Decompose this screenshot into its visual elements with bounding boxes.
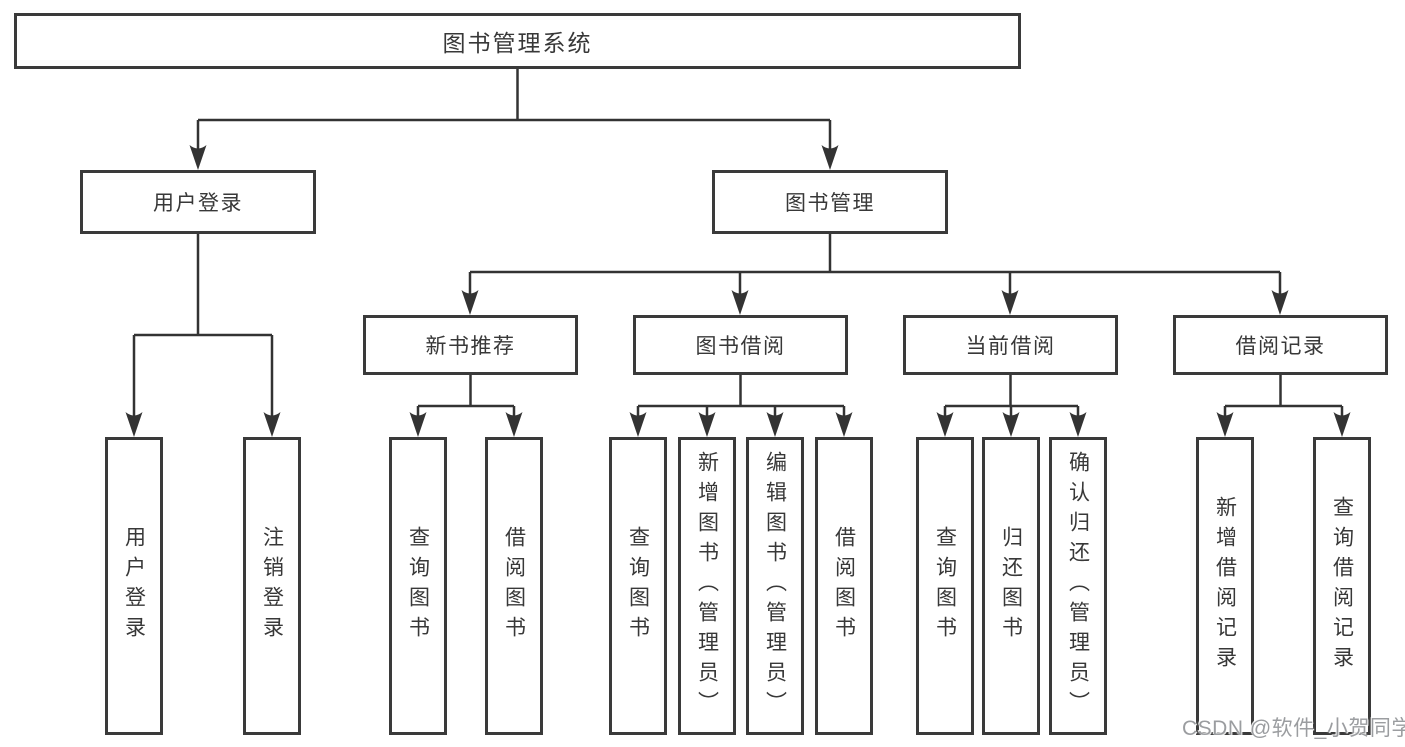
arrowheads-current-borrowing (936, 412, 1087, 437)
leaf-query-books-borrowing: 查询图书 (609, 437, 667, 735)
leaf-label: 新增借阅记录 (1213, 496, 1237, 676)
node-user-login: 用户登录 (80, 170, 316, 234)
leaf-borrow-books-borrowing: 借阅图书 (815, 437, 873, 735)
node-book-management: 图书管理 (712, 170, 948, 234)
node-library-management-system: 图书管理系统 (14, 13, 1021, 69)
leaf-query-books-current: 查询图书 (916, 437, 974, 735)
leaf-query-borrow-record: 查询借阅记录 (1313, 437, 1371, 735)
leaf-label: 用户登录 (122, 526, 146, 646)
node-current-borrowing: 当前借阅 (903, 315, 1118, 375)
arrowheads-user-login (125, 412, 281, 437)
node-book-borrowing: 图书借阅 (633, 315, 848, 375)
leaf-label: 查询图书 (626, 526, 650, 646)
connector-borrowing-records (1223, 375, 1344, 416)
node-label: 图书借阅 (695, 335, 786, 358)
node-new-book-recommendation: 新书推荐 (363, 315, 578, 375)
leaf-label: 借阅图书 (502, 526, 526, 646)
node-label: 新书推荐 (425, 335, 516, 358)
node-borrowing-records: 借阅记录 (1173, 315, 1388, 375)
connector-user-login (132, 234, 274, 416)
leaf-label: 借阅图书 (832, 526, 856, 646)
leaf-label: 归还图书 (999, 526, 1023, 646)
leaf-label: 查询借阅记录 (1330, 496, 1354, 676)
arrowheads-book-borrowing (629, 412, 853, 437)
leaf-confirm-return-admin: 确认归还（管理员） (1049, 437, 1107, 735)
csdn-watermark: CSDN @软件_小贺同学 (1182, 717, 1405, 740)
leaf-label: 确认归还（管理员） (1066, 451, 1090, 721)
connector-root (196, 69, 832, 150)
leaf-label: 注销登录 (260, 526, 284, 646)
leaf-label: 编辑图书（管理员） (763, 451, 787, 721)
node-label: 图书管理系统 (442, 30, 593, 56)
arrowheads-root (189, 145, 839, 170)
connector-current-borrowing (943, 375, 1080, 416)
node-label: 用户登录 (153, 192, 243, 215)
arrowheads-new-book-recommendation (409, 412, 523, 437)
leaf-label: 查询图书 (406, 526, 430, 646)
connector-book-management (468, 234, 1282, 294)
node-label: 当前借阅 (965, 335, 1056, 358)
leaf-borrow-books-recommend: 借阅图书 (485, 437, 543, 735)
leaf-add-book-admin: 新增图书（管理员） (678, 437, 736, 735)
arrowheads-borrowing-records (1216, 412, 1351, 437)
leaf-logout: 注销登录 (243, 437, 301, 735)
leaf-add-borrow-record: 新增借阅记录 (1196, 437, 1254, 735)
leaf-return-books: 归还图书 (982, 437, 1040, 735)
leaf-label: 新增图书（管理员） (695, 451, 719, 721)
leaf-edit-book-admin: 编辑图书（管理员） (746, 437, 804, 735)
node-label: 图书管理 (785, 192, 875, 215)
leaf-user-login: 用户登录 (105, 437, 163, 735)
connector-book-borrowing (636, 375, 846, 416)
connector-new-book-recommendation (416, 375, 516, 416)
leaf-query-books-recommend: 查询图书 (389, 437, 447, 735)
leaf-label: 查询图书 (933, 526, 957, 646)
arrowheads-book-management (461, 290, 1289, 315)
node-label: 借阅记录 (1235, 335, 1326, 358)
